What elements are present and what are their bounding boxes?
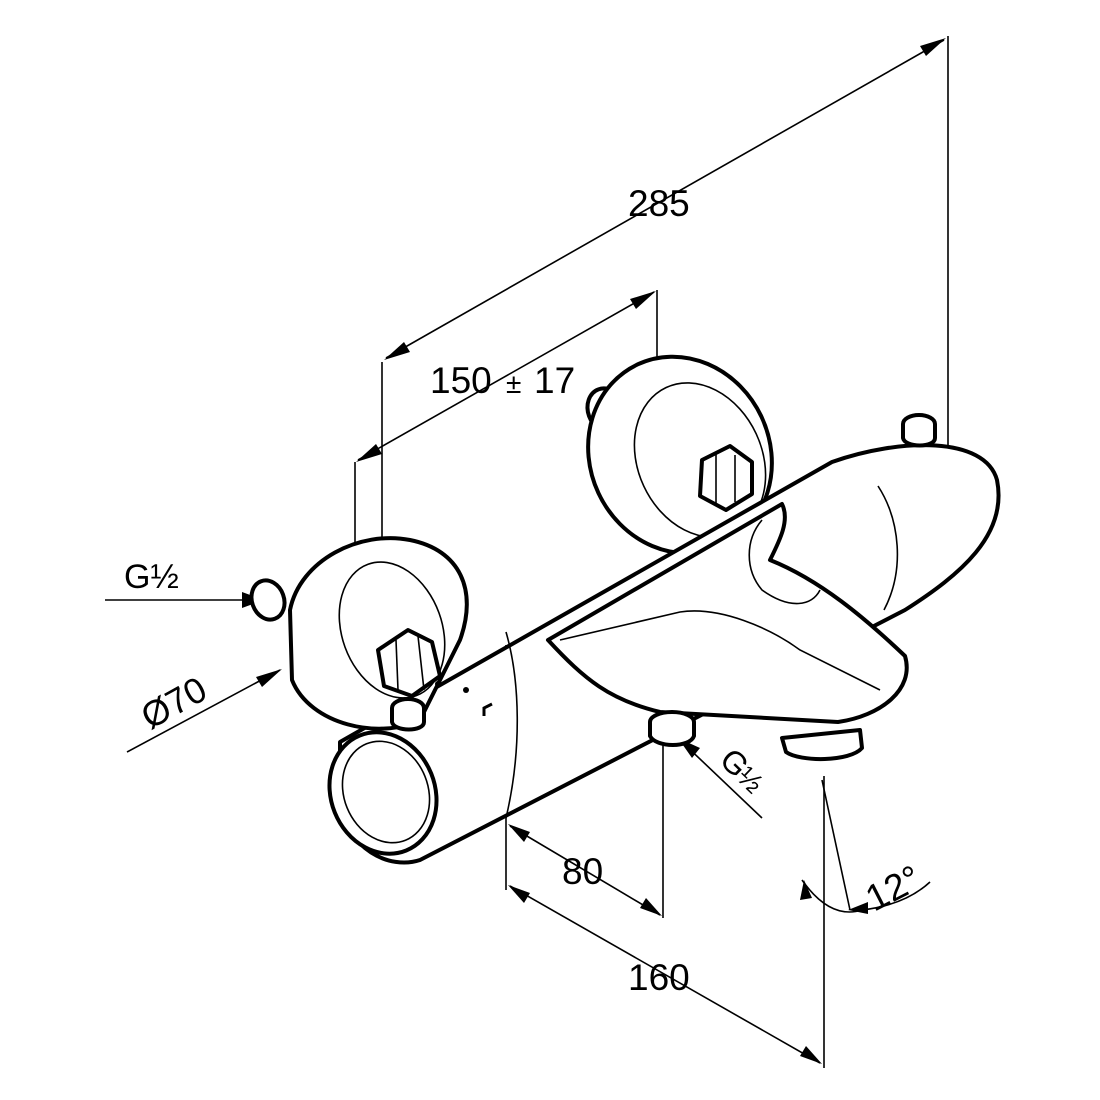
diameter-callout: Ø70	[126, 668, 282, 753]
front-wall-rosette	[249, 536, 469, 731]
dimension-150-label: 150	[430, 360, 492, 401]
rear-wall-rosette	[585, 354, 774, 556]
arrowhead	[640, 898, 662, 916]
tolerance-sign: ±	[506, 368, 521, 399]
arrowhead	[630, 291, 656, 309]
thread-outlet-callout: G ½	[678, 738, 769, 819]
arrowhead	[356, 444, 382, 462]
rear-hex-nut	[698, 444, 754, 512]
dimension-285-label: 285	[628, 183, 690, 224]
arrowhead	[800, 880, 812, 900]
arrowhead	[508, 885, 530, 903]
bath-spout	[546, 502, 909, 761]
arrowhead	[848, 902, 868, 914]
temperature-end-cap	[327, 730, 439, 856]
thread-inlet-callout: G½	[105, 558, 264, 608]
arrowhead	[256, 669, 282, 687]
angle-12: 12°	[800, 779, 931, 919]
front-hex-nut	[376, 628, 442, 698]
spout-angle-label: 12°	[859, 857, 927, 919]
arrowhead	[508, 824, 530, 842]
dimension-80-label: 80	[562, 851, 603, 892]
mark-dot	[463, 687, 469, 693]
mark-dot	[435, 681, 441, 687]
arrowhead	[800, 1046, 822, 1064]
dimension-160: 160	[508, 776, 825, 1068]
mark-hook	[482, 702, 493, 716]
thread-inlet-label: G½	[124, 558, 179, 596]
top-caps	[390, 413, 937, 732]
dimension-150: 150 ± 17	[354, 290, 658, 545]
arrowhead	[920, 38, 946, 56]
dimension-160-label: 160	[628, 957, 690, 998]
arrowhead	[384, 342, 410, 360]
tolerance-value: 17	[534, 360, 575, 401]
